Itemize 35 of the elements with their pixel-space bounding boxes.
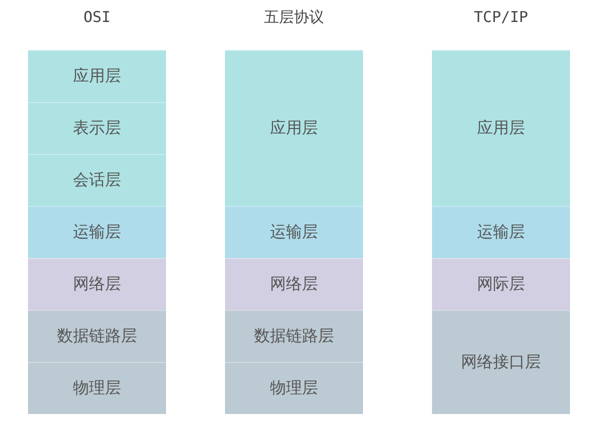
layer-name: 运输层 (477, 222, 525, 243)
layer-name: 网络接口层 (461, 352, 541, 373)
layer-box (432, 258, 570, 310)
layer-box (28, 206, 166, 258)
layer-box (28, 154, 166, 206)
layer-name: 物理层 (270, 378, 318, 399)
layer-box (28, 258, 166, 310)
layer-name: 网际层 (477, 274, 525, 295)
layer-name: 应用层 (73, 66, 121, 87)
column-heading: 五层协议 (263, 8, 325, 27)
layer-name: 应用层 (477, 118, 525, 139)
layer-name: 网络层 (73, 274, 121, 295)
column-heading: OSI (82, 8, 112, 26)
layer-box (225, 258, 363, 310)
layer-box (28, 310, 166, 362)
layer-box (28, 102, 166, 154)
layer-box (225, 206, 363, 258)
layer-name: 会话层 (73, 170, 121, 191)
layer-name: 物理层 (73, 378, 121, 399)
layer-name: 运输层 (270, 222, 318, 243)
layer-name: 数据链路层 (57, 326, 137, 347)
layer-name: 运输层 (73, 222, 121, 243)
layer-name: 网络层 (270, 274, 318, 295)
layer-name: 应用层 (270, 118, 318, 139)
layer-box (225, 310, 363, 362)
layer-name: 表示层 (73, 118, 121, 139)
layer-box (432, 50, 570, 206)
layer-box (432, 206, 570, 258)
layer-box (432, 310, 570, 414)
layer-box (28, 50, 166, 102)
layer-name: 数据链路层 (254, 326, 334, 347)
layer-box (28, 362, 166, 414)
column-heading: TCP/IP (472, 8, 530, 26)
layer-box (225, 50, 363, 206)
layer-box (225, 362, 363, 414)
